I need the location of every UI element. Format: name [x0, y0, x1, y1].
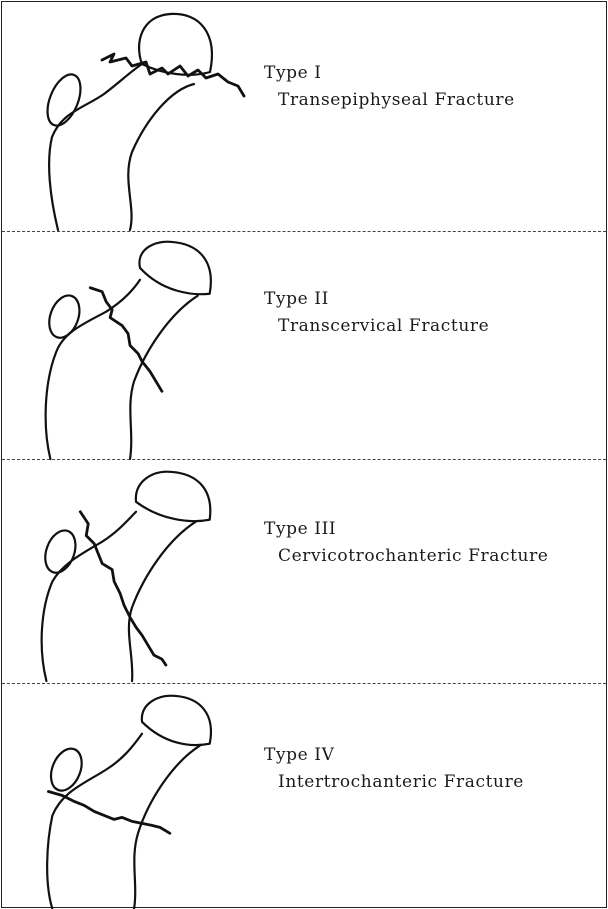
femur-outline-medial	[130, 296, 198, 459]
fracture-name: Transepiphyseal Fracture	[264, 87, 515, 114]
greater-trochanter	[41, 70, 87, 131]
femur-outline-medial	[128, 84, 194, 230]
panel-type-1: Type I Transepiphyseal Fracture	[2, 2, 606, 231]
fracture-name: Transcervical Fracture	[264, 313, 489, 340]
femoral-head	[142, 696, 211, 745]
panel-type-4: Type IV Intertrochanteric Fracture	[2, 683, 606, 909]
panel-label-3: Type III Cervicotrochanteric Fracture	[264, 516, 548, 570]
fracture-line	[102, 54, 244, 96]
femur-drawing-type-2	[22, 232, 262, 459]
type-label: Type IV	[264, 742, 524, 769]
fracture-line	[48, 792, 169, 834]
femur-drawing-type-1	[22, 2, 262, 231]
fracture-line	[80, 512, 166, 665]
panel-label-2: Type II Transcervical Fracture	[264, 286, 489, 340]
greater-trochanter	[45, 744, 87, 795]
femur-outline-lateral	[47, 734, 142, 909]
panel-label-1: Type I Transepiphyseal Fracture	[264, 60, 515, 114]
femur-drawing-type-3	[22, 460, 262, 683]
femoral-head	[136, 472, 210, 521]
type-label: Type II	[264, 286, 489, 313]
fracture-name: Intertrochanteric Fracture	[264, 769, 524, 796]
femur-outline-medial	[134, 746, 200, 909]
panel-type-2: Type II Transcervical Fracture	[2, 231, 606, 459]
panel-label-4: Type IV Intertrochanteric Fracture	[264, 742, 524, 796]
fracture-line	[90, 288, 162, 392]
type-label: Type III	[264, 516, 548, 543]
femur-outline-medial	[129, 522, 196, 681]
femur-drawing-type-4	[22, 684, 262, 909]
panel-type-3: Type III Cervicotrochanteric Fracture	[2, 459, 606, 683]
femur-outline-lateral	[49, 64, 142, 230]
type-label: Type I	[264, 60, 515, 87]
fracture-name: Cervicotrochanteric Fracture	[264, 543, 548, 570]
femoral-head	[139, 14, 212, 75]
greater-trochanter	[44, 291, 85, 342]
femur-outline-lateral	[46, 280, 140, 459]
femoral-head	[139, 242, 210, 294]
